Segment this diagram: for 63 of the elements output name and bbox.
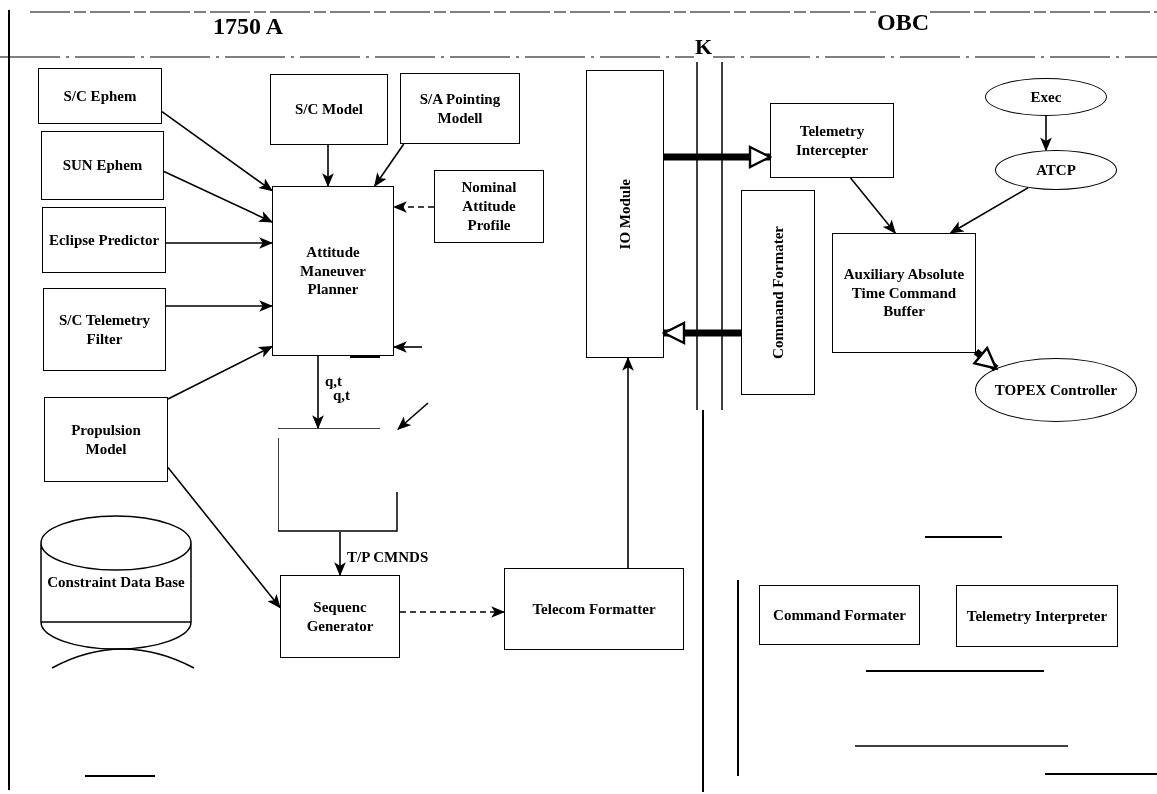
arrow (165, 300, 274, 312)
node-text: S/C Model (295, 100, 363, 119)
node-text: S/C Ephem (63, 86, 137, 106)
arrow (1040, 115, 1052, 152)
arrow (312, 355, 324, 430)
process-box (270, 74, 388, 145)
arrow (399, 606, 506, 618)
process-box (44, 397, 168, 482)
block-arrow (973, 346, 999, 372)
process-box (741, 190, 815, 395)
arrow (167, 466, 281, 609)
process-box (43, 288, 166, 371)
open-box (278, 428, 398, 532)
process-box (504, 568, 684, 650)
arrow (373, 143, 405, 187)
process-box (272, 186, 394, 356)
arrow (165, 237, 274, 249)
process-box (434, 170, 544, 243)
edge-label: T/P CMNDS (346, 549, 430, 565)
node-text: ATCP (1036, 160, 1076, 180)
node-text: Telemetry Interpreter (966, 606, 1108, 626)
node-text: Attitude Maneuver Planner (299, 242, 367, 300)
node-text: Command Formater (768, 226, 787, 359)
process-box (38, 68, 162, 124)
process-box (41, 131, 164, 200)
block-arrow (662, 321, 741, 345)
arrow (849, 177, 897, 234)
text-label: q,t (332, 388, 352, 403)
process-box (280, 575, 400, 658)
process-box (586, 70, 664, 358)
node-text: Sequenc Generator (305, 597, 375, 636)
arrow (622, 356, 634, 569)
node-text: Eclipse Predictor (48, 230, 160, 250)
node-text: Telemetry Intercepter (794, 121, 870, 160)
database-cylinder (40, 515, 192, 650)
process-box (42, 207, 166, 273)
process-box (759, 585, 920, 645)
node-text: S/A Pointing Modell (418, 89, 502, 128)
arrow (397, 402, 429, 431)
arrow (392, 341, 423, 353)
node-text: S/C Telemetry Filter (57, 310, 152, 349)
arrow (167, 345, 274, 400)
node-text: Telecom Formatter (532, 599, 656, 619)
node-text: Command Formater (773, 605, 906, 625)
process-box (832, 233, 976, 353)
node-text: Auxiliary Absolute Time Command Buffer (842, 264, 966, 322)
node-text: SUN Ephem (62, 156, 143, 175)
node-text: Exec (1030, 87, 1062, 107)
edge-label: q,t (324, 374, 344, 389)
process-box (770, 103, 894, 178)
arrow (322, 144, 334, 188)
process-box (956, 585, 1118, 647)
arrow (163, 170, 274, 223)
node-text: IO Module (615, 178, 634, 250)
arrow (949, 187, 1029, 234)
node-text: Constraint Data Base (47, 574, 185, 591)
arrow (392, 201, 435, 213)
arrow (161, 110, 273, 192)
node-text: Nominal Attitude Profile (460, 178, 518, 235)
node-text: TOPEX Controller (994, 380, 1118, 400)
node-text: Propulsion Model (70, 420, 142, 459)
process-box (400, 73, 520, 144)
arrow (334, 531, 346, 577)
